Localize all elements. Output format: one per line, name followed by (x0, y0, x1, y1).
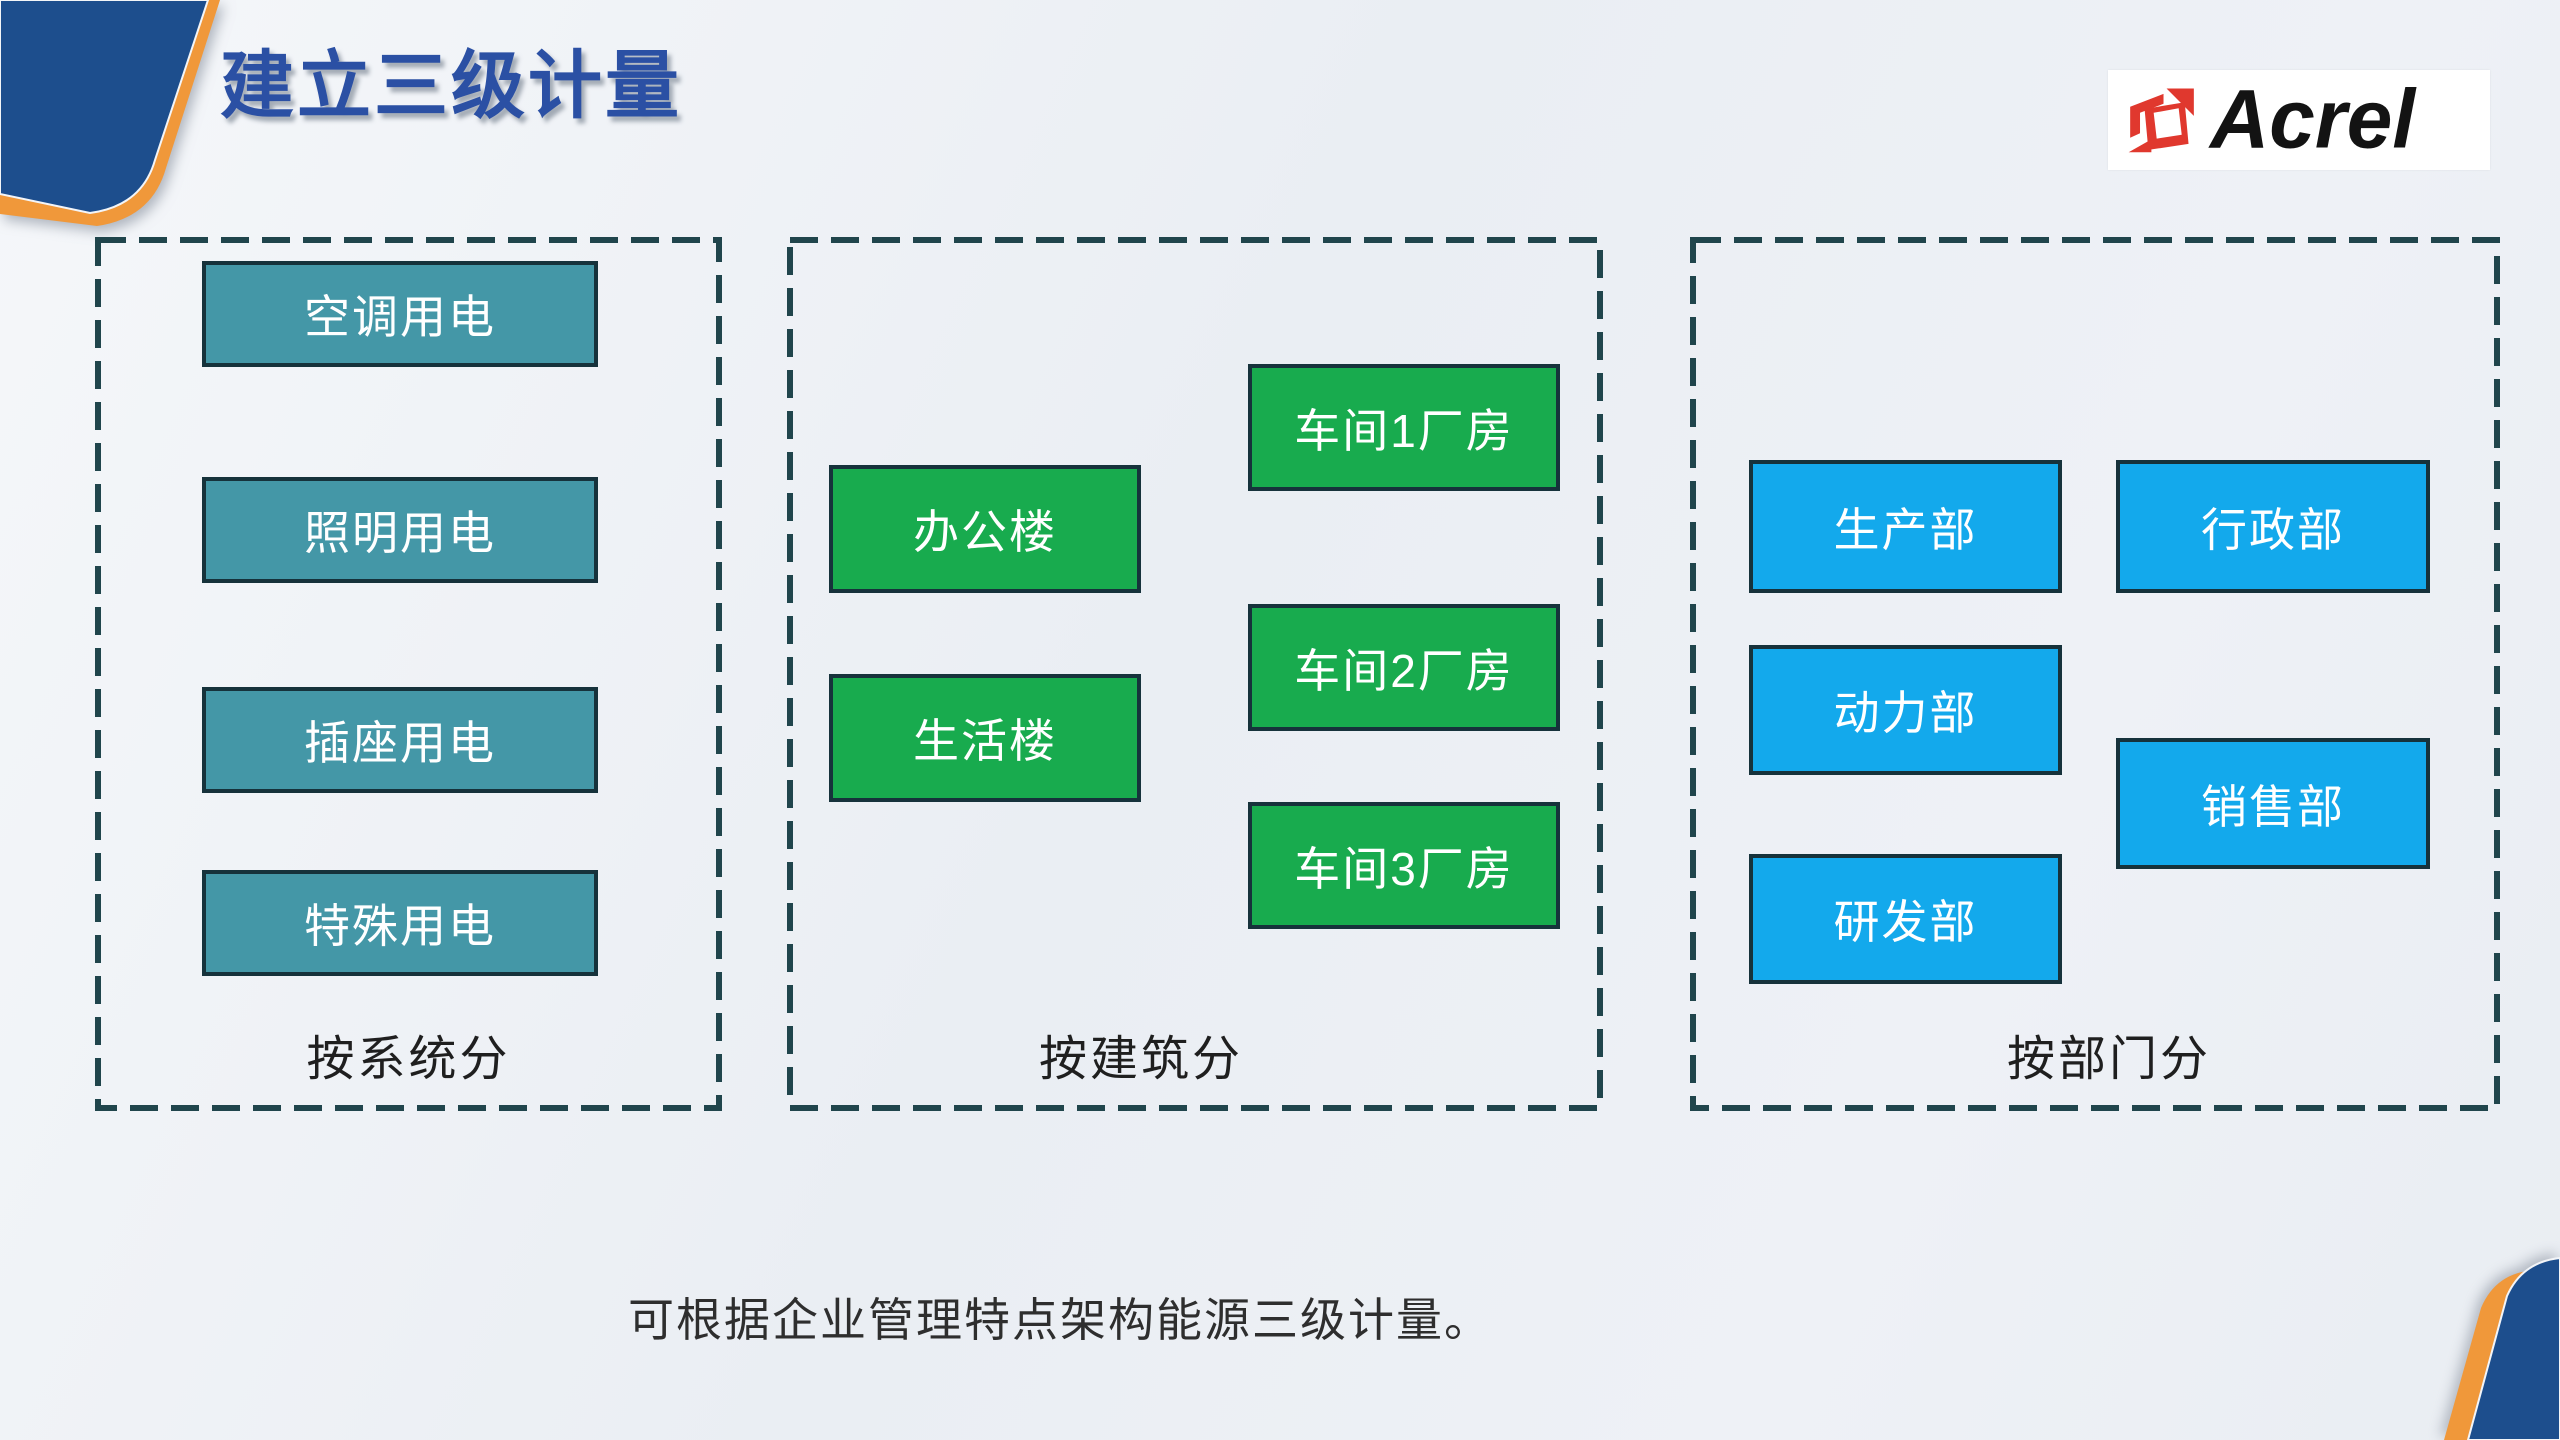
group-label-by-building: 按建筑分 (1038, 1033, 1243, 1086)
box-label: 插座用电 (304, 717, 496, 769)
box-label: 研发部 (1833, 896, 1978, 948)
acrel-logo: Acrel (2108, 70, 2490, 170)
box-label: 车间1厂房 (1294, 404, 1514, 457)
box-rnd-dept: 研发部 (1749, 854, 2062, 984)
corner-shape-top-left (0, 0, 220, 226)
acrel-mark-icon (2128, 88, 2194, 153)
group-by-system: 空调用电 照明用电 插座用电 特殊用电 按系统分 (95, 237, 722, 1111)
box-label: 销售部 (2201, 780, 2345, 833)
box-lighting-power: 照明用电 (202, 477, 598, 583)
box-label: 车间2厂房 (1294, 644, 1514, 697)
box-label: 车间3厂房 (1294, 842, 1514, 895)
box-workshop-2: 车间2厂房 (1248, 604, 1560, 731)
box-label: 办公楼 (913, 506, 1057, 558)
group-by-department: 生产部 行政部 动力部 销售部 研发部 按部门分 (1690, 237, 2500, 1111)
box-workshop-3: 车间3厂房 (1248, 802, 1560, 929)
box-living-building: 生活楼 (829, 674, 1141, 802)
group-dashed-border (1690, 237, 2500, 1111)
corner-shape-bottom-right (2444, 1256, 2560, 1440)
box-workshop-1: 车间1厂房 (1248, 364, 1560, 491)
box-label: 动力部 (1833, 687, 1978, 739)
caption-text: 可根据企业管理特点架构能源三级计量。 (628, 1294, 1492, 1346)
box-power-dept: 动力部 (1749, 645, 2062, 775)
box-office-building: 办公楼 (829, 465, 1141, 593)
box-label: 生产部 (1833, 503, 1978, 556)
box-production-dept: 生产部 (1749, 460, 2062, 593)
group-dashed-border (787, 237, 1603, 1111)
box-label: 生活楼 (913, 715, 1057, 767)
group-label-by-system: 按系统分 (306, 1033, 511, 1086)
box-admin-dept: 行政部 (2116, 460, 2430, 593)
box-special-power: 特殊用电 (202, 870, 598, 976)
group-by-building: 办公楼 生活楼 车间1厂房 车间2厂房 车间3厂房 按建筑分 (787, 237, 1603, 1111)
corner-blue-shape (0, 0, 210, 215)
group-dashed-border (95, 237, 722, 1111)
box-label: 特殊用电 (304, 900, 496, 952)
box-sales-dept: 销售部 (2116, 738, 2430, 869)
acrel-logo-text: Acrel (2210, 73, 2416, 166)
box-label: 空调用电 (304, 291, 496, 343)
corner-blue-shape (2466, 1256, 2560, 1440)
group-label-by-department: 按部门分 (2006, 1033, 2211, 1086)
box-socket-power: 插座用电 (202, 687, 598, 793)
box-label: 照明用电 (304, 507, 496, 559)
box-label: 行政部 (2201, 503, 2345, 556)
page-title: 建立三级计量 (220, 44, 682, 127)
box-hvac-power: 空调用电 (202, 261, 598, 367)
